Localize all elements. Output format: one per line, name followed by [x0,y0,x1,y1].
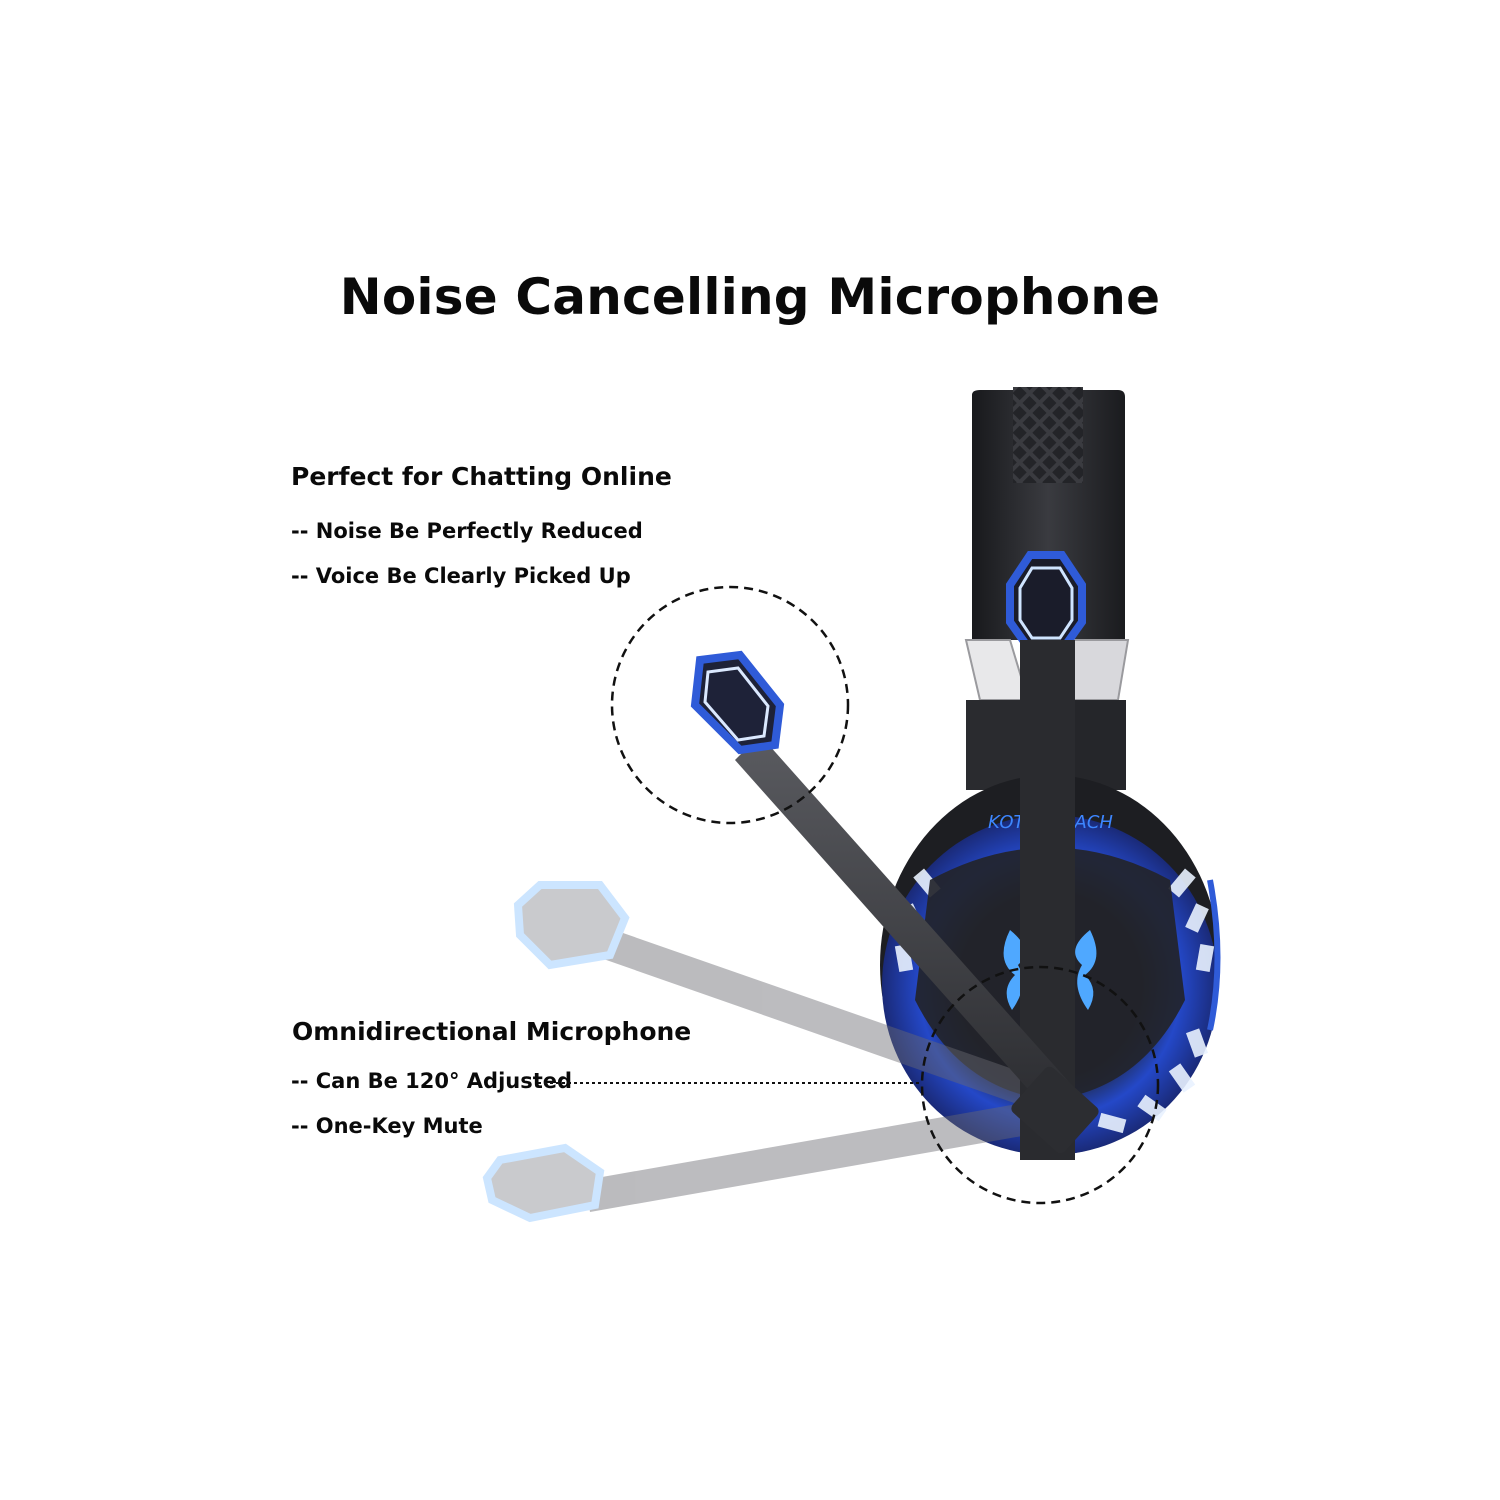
feature-line-noise-reduced: -- Noise Be Perfectly Reduced [291,519,643,543]
feature-line-voice-picked-up: -- Voice Be Clearly Picked Up [291,564,631,588]
feature-line-one-key-mute: -- One-Key Mute [291,1114,483,1138]
mic-boom-main [690,650,1099,1154]
headband [964,387,1130,790]
page-title: Noise Cancelling Microphone [339,268,1161,326]
callout-circle-mic-tip [610,585,850,825]
cup-hanger [1020,640,1075,1160]
headband-mesh [1013,387,1083,483]
feature-line-120-adjusted: -- Can Be 120° Adjusted [291,1069,573,1093]
mic-boom-faded-upper [513,881,1030,1105]
mic-boom-faded-lower [482,1100,1045,1223]
feature-heading-omnidirectional: Omnidirectional Microphone [292,1017,692,1046]
callout-circle-pivot [920,965,1160,1205]
feature-heading-chatting: Perfect for Chatting Online [291,462,672,491]
